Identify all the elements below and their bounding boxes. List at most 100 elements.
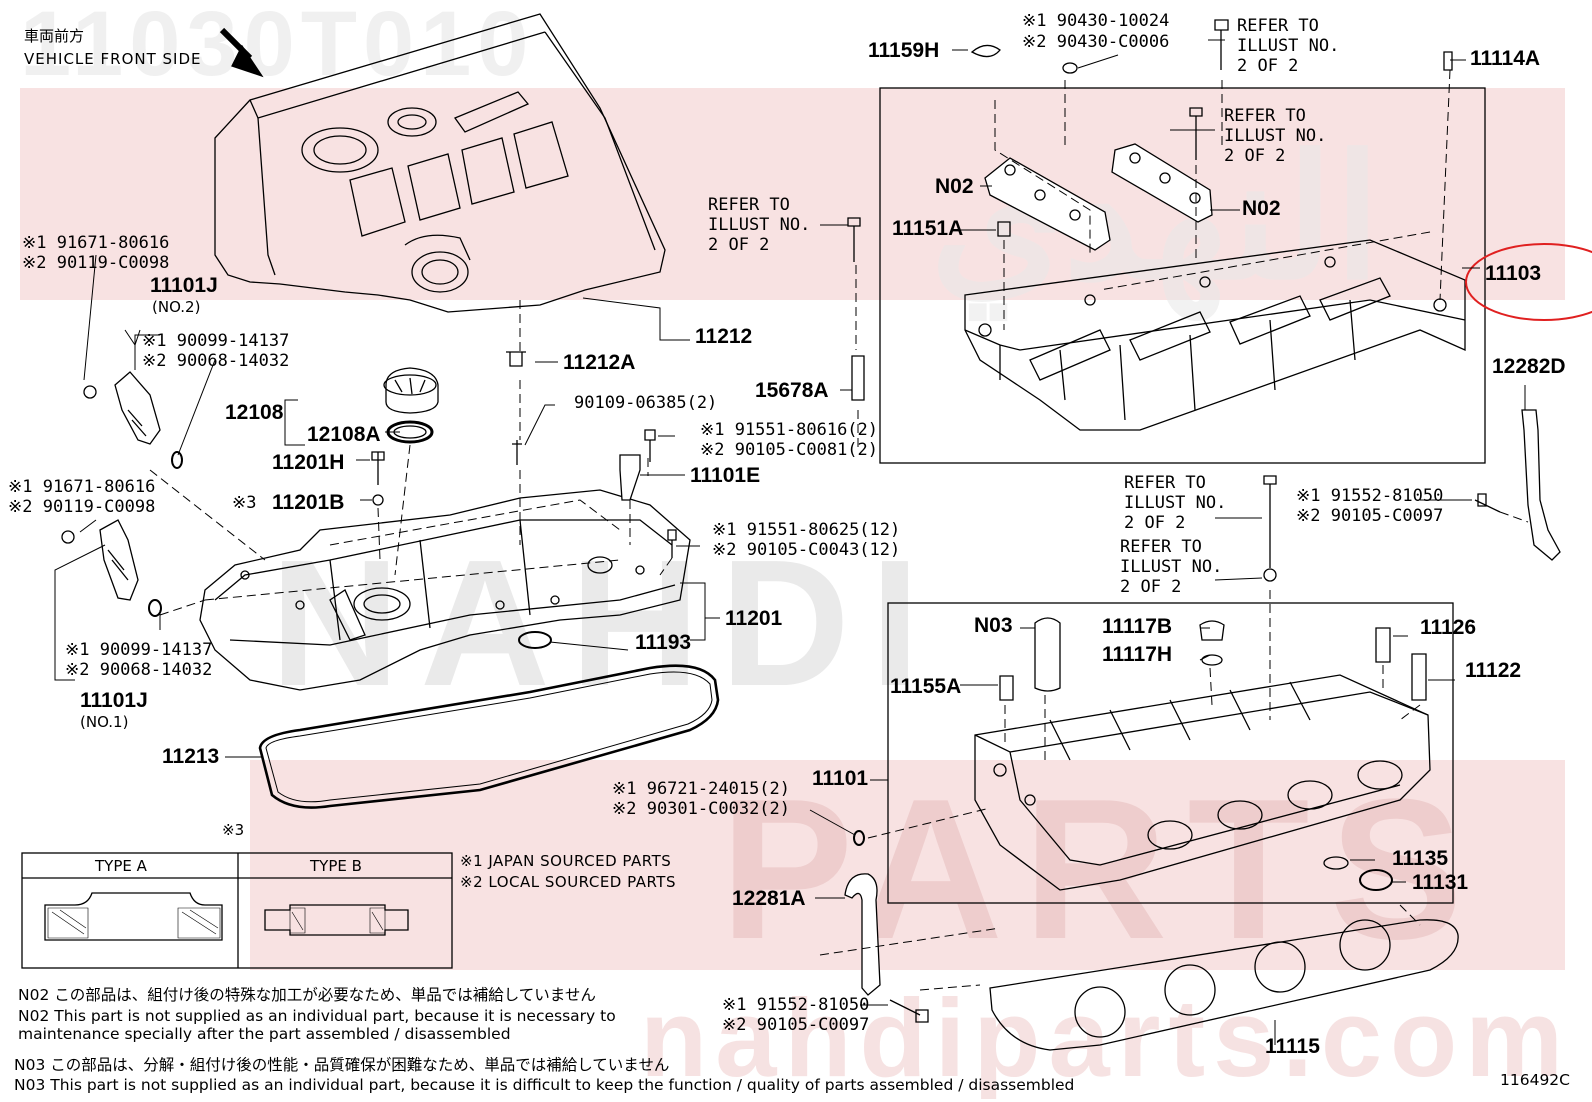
cam-position-sensor-12282d-drawing [1521,409,1561,561]
refer-4a: REFER TO [1124,473,1206,493]
pin-11155a-icon [999,675,1014,701]
vvt-solenoid-no1-drawing [61,519,162,617]
legend-type-a: TYPE A [95,857,147,875]
part-12108[interactable]: 12108 [225,401,284,424]
plug-11212a-icon [506,351,526,367]
part-11135[interactable]: 11135 [1392,847,1449,870]
part-90099-14137-b[interactable]: ※1 90099-14137 [65,640,213,660]
part-90119-c0098-a[interactable]: ※2 90119-C0098 [22,253,170,273]
note-n03-jp: N03 この部品は、分解・組付け後の性能・品質確保が困難なため、単品では補給して… [14,1056,670,1074]
part-90301-c0032[interactable]: ※2 90301-C0032(2) [612,799,791,819]
part-11201h[interactable]: 11201H [272,451,345,474]
legend-box [21,852,453,969]
part-90105-c0043[interactable]: ※2 90105-C0043(12) [712,540,901,560]
note-n02-jp: N02 この部品は、組付け後の特殊な加工が必要なため、単品では補給していません [18,986,596,1004]
refer-3a: REFER TO [708,195,790,215]
part-91552-81050-a[interactable]: ※1 91552-81050 [1296,486,1444,506]
part-11155a[interactable]: 11155A [890,675,962,698]
part-91551-80625[interactable]: ※1 91551-80625(12) [712,520,901,540]
watermark-arabic: النهدي [930,124,1381,314]
part-11201[interactable]: 11201 [725,607,783,630]
part-90430-10024[interactable]: ※1 90430-10024 [1022,11,1170,31]
pin-15678a-icon [851,355,865,401]
part-90105-c0081[interactable]: ※2 90105-C0081(2) [700,440,879,460]
part-96721-24015[interactable]: ※1 96721-24015(2) [612,779,791,799]
note-n02-en-2: maintenance specially after the part ass… [18,1025,511,1043]
vvt-solenoid-no2-drawing [83,371,183,469]
part-90430-c0006[interactable]: ※2 90430-C0006 [1022,32,1170,52]
watermark-partno: 11030T010 [20,0,535,95]
part-11122[interactable]: 11122 [1465,659,1522,682]
guide-11122-icon [1411,653,1427,701]
bolt-91552a-icon [1474,493,1501,513]
part-90068-14032-a[interactable]: ※2 90068-14032 [142,351,290,371]
refer-5c: 2 OF 2 [1120,577,1182,597]
valve-cover-drawing [199,489,691,691]
label-no1: (NO.1) [80,713,129,731]
part-91671-80616-b[interactable]: ※1 91671-80616 [8,477,156,497]
cylinder-head-drawing [974,674,1431,891]
part-11212a[interactable]: 11212A [563,351,636,374]
oring-96721-icon [853,830,865,846]
part-11193[interactable]: 11193 [635,631,692,654]
refer-2a: REFER TO [1224,106,1306,126]
bracket-12281a-drawing [844,873,881,996]
part-90109-06385[interactable]: 90109-06385(2) [574,393,718,413]
watermark-band-bottom [250,760,1565,970]
part-11212[interactable]: 11212 [695,325,753,348]
part-90105-c0097-b[interactable]: ※2 90105-C0097 [722,1015,870,1035]
watermark-brand-parts: PARTS [720,758,1483,981]
part-11131[interactable]: 11131 [1412,871,1469,894]
refer-4c: 2 OF 2 [1124,513,1186,533]
note-n02-en-1: N02 This part is not supplied as an indi… [18,1007,616,1025]
bolt-ref3-icon [847,217,861,262]
part-11201b[interactable]: 11201B [272,491,345,514]
part-12108a[interactable]: 12108A [307,423,381,446]
note-n03-en: N03 This part is not supplied as an indi… [14,1076,1075,1094]
part-11101e[interactable]: 11101E [690,464,761,487]
note-n03[interactable]: N03 [974,614,1013,637]
part-11103[interactable]: 11103 [1485,262,1542,285]
part-11114a[interactable]: 11114A [1470,47,1541,70]
legend-type-b: TYPE B [310,857,362,875]
part-90105-c0097-a[interactable]: ※2 90105-C0097 [1296,506,1444,526]
note-n02-left[interactable]: N02 [935,175,974,198]
refer-3b: ILLUST NO. [708,215,811,235]
note-n02-right[interactable]: N02 [1242,197,1281,220]
part-12281a[interactable]: 12281A [732,887,806,910]
watermark-site: nahdiparts.com [640,977,1572,1100]
part-11101j-no2[interactable]: 11101J [150,274,218,297]
part-15678a[interactable]: 15678A [755,379,829,402]
part-11117h[interactable]: 11117H [1102,643,1173,666]
cam-sensor-11101e-drawing [619,454,641,501]
part-91552-81050-b[interactable]: ※1 91552-81050 [722,995,870,1015]
part-11151a[interactable]: 11151A [892,217,964,240]
pin-11151a-icon [997,221,1011,237]
type-b-drawing [264,904,409,936]
part-11101j-no1[interactable]: 11101J [80,689,148,712]
type-a-drawing [44,892,223,941]
head-gasket-drawing [989,919,1459,1051]
part-12282d[interactable]: 12282D [1492,355,1566,378]
watermark-band-top [20,88,1565,300]
part-11126[interactable]: 11126 [1420,616,1477,639]
part-90119-c0098-b[interactable]: ※2 90119-C0098 [8,497,156,517]
bolt-top-icon [1214,19,1229,70]
part-11117b[interactable]: 11117B [1102,615,1173,638]
part-11213[interactable]: 11213 [162,745,220,768]
part-91551-80616[interactable]: ※1 91551-80616(2) [700,420,879,440]
part-11101[interactable]: 11101 [812,767,869,790]
washer-90430-icon [1062,62,1078,74]
part-90068-14032-b[interactable]: ※2 90068-14032 [65,660,213,680]
dowel-n03-icon [1034,617,1061,692]
refer-2c: 2 OF 2 [1224,146,1286,166]
plug-11117b-icon [1199,620,1225,641]
part-90099-14137-a[interactable]: ※1 90099-14137 [142,331,290,351]
cam-cap-n02-right-drawing [1111,143,1213,223]
seal-11131-icon [1359,869,1393,891]
part-91671-80616-a[interactable]: ※1 91671-80616 [22,233,170,253]
part-11159h[interactable]: 11159H [868,39,940,62]
bolt-91551-icon [644,429,656,462]
part-11115[interactable]: 11115 [1265,1035,1320,1058]
